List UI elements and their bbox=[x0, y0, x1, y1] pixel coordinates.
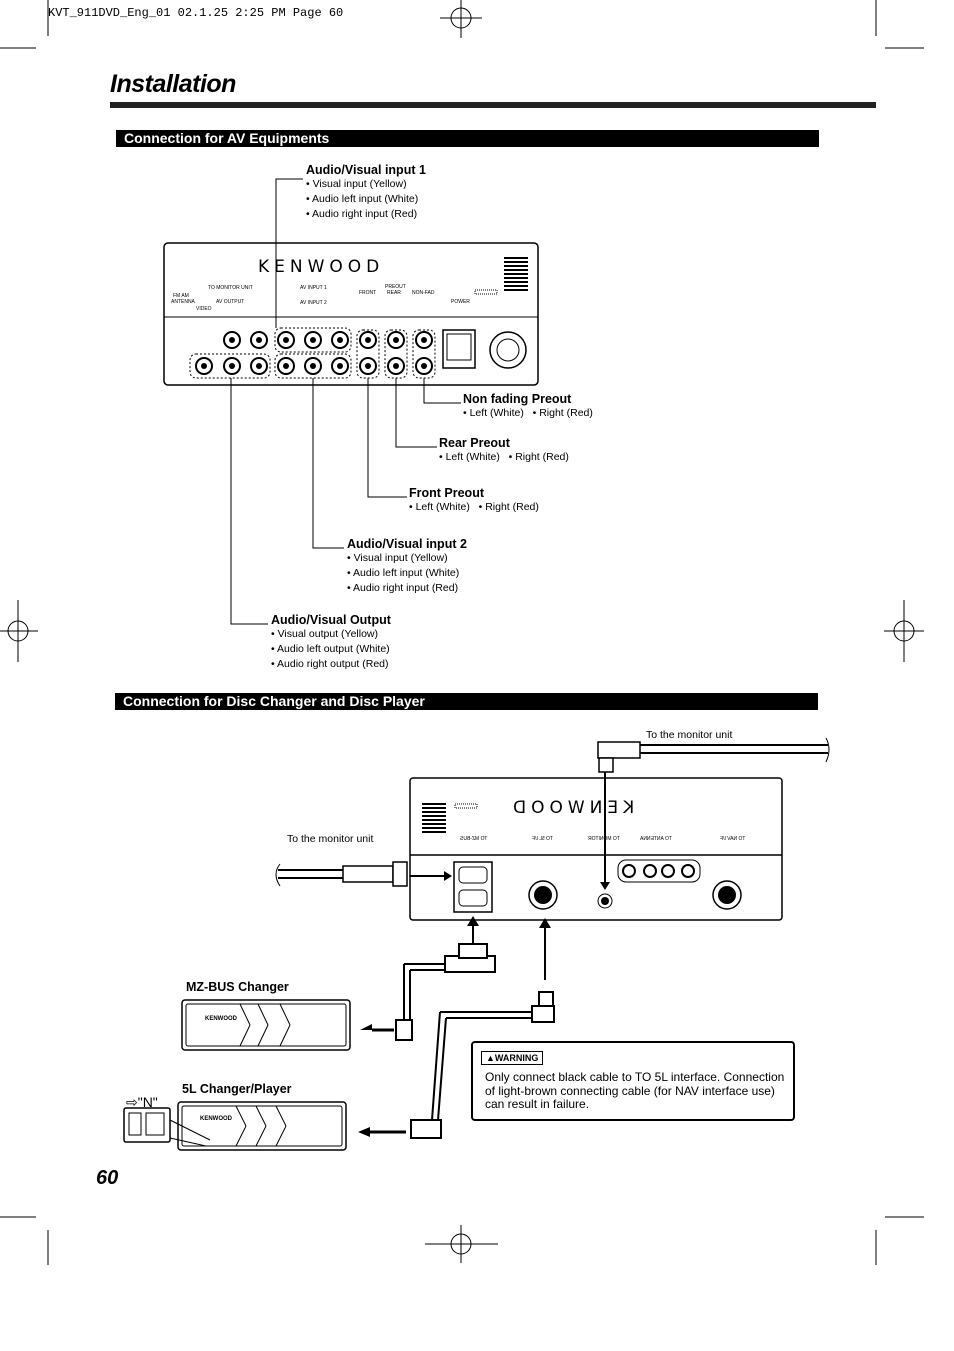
panel-label: PREOUT bbox=[385, 284, 406, 290]
port-label: TO ANTENNA bbox=[640, 836, 672, 842]
warning-box: ▲WARNING Only connect black cable to TO … bbox=[471, 1041, 795, 1121]
callout-av-input-1: Audio/Visual input 1 • Visual input (Yel… bbox=[306, 163, 426, 222]
callout-front-preout: Front Preout • Left (White) • Right (Red… bbox=[409, 486, 539, 515]
5l-changer bbox=[123, 1101, 347, 1151]
callout-item: • Visual input (Yellow) bbox=[347, 552, 448, 564]
vent-grille bbox=[422, 803, 446, 833]
panel-label: FRONT bbox=[359, 290, 377, 296]
panel-label: AV OUTPUT bbox=[216, 299, 245, 305]
port-label: TO MONITOR bbox=[588, 836, 620, 842]
callout-item: • Left (White) • Right (Red) bbox=[439, 451, 569, 463]
section-heading-disc: Connection for Disc Changer and Disc Pla… bbox=[115, 693, 818, 710]
callout-title: Audio/Visual Output bbox=[271, 613, 391, 627]
print-header: KVT_911DVD_Eng_01 02.1.25 2:25 PM Page 6… bbox=[48, 6, 344, 20]
callout-item: • Left (White) • Right (Red) bbox=[463, 407, 593, 419]
port-label: TO NAV I/F bbox=[720, 836, 746, 842]
vent-grille bbox=[504, 257, 528, 291]
mz-bus-changer-label: MZ-BUS Changer bbox=[186, 980, 289, 994]
to-monitor-top-label: To the monitor unit bbox=[646, 729, 733, 741]
callout-item: • Audio right input (Red) bbox=[306, 208, 418, 220]
panel-label: FM AM bbox=[173, 293, 189, 299]
port-label: TO MZ-BUS bbox=[460, 836, 488, 842]
callout-item: • Audio left output (White) bbox=[271, 643, 390, 655]
section-heading-av: Connection for AV Equipments bbox=[116, 130, 819, 147]
changer-interface-unit bbox=[409, 777, 783, 921]
disc-diagram: KENWOOD KENWOOD bbox=[123, 737, 830, 1151]
callout-title: Rear Preout bbox=[439, 436, 510, 450]
callout-item: • Visual output (Yellow) bbox=[271, 628, 378, 640]
kenwood-logo: KENWOOD bbox=[258, 257, 385, 277]
callout-item: • Audio right input (Red) bbox=[347, 582, 459, 594]
callout-item: • Visual input (Yellow) bbox=[306, 178, 407, 190]
callout-title: Audio/Visual input 1 bbox=[306, 163, 426, 177]
svg-text:KENWOOD: KENWOOD bbox=[200, 1116, 233, 1122]
page-number: 60 bbox=[96, 1167, 119, 1189]
callout-title: Audio/Visual input 2 bbox=[347, 537, 467, 551]
n-position-label: ⇨"N" bbox=[126, 1094, 158, 1110]
title-rule bbox=[110, 102, 876, 108]
warning-badge: ▲WARNING bbox=[481, 1051, 544, 1065]
av-diagram bbox=[163, 178, 539, 625]
mz-bus-changer bbox=[181, 999, 351, 1051]
callout-item: • Left (White) • Right (Red) bbox=[409, 501, 539, 513]
callout-rear-preout: Rear Preout • Left (White) • Right (Red) bbox=[439, 436, 569, 465]
av-unit bbox=[163, 242, 539, 386]
warning-text: Only connect black cable to TO 5L interf… bbox=[485, 1070, 785, 1111]
panel-label: AV INPUT 1 bbox=[300, 285, 327, 291]
port-label: TO 5L I/F bbox=[532, 836, 553, 842]
callout-av-input-2: Audio/Visual input 2 • Visual input (Yel… bbox=[347, 537, 467, 596]
panel-label: AV INPUT 2 bbox=[300, 300, 327, 306]
callout-title: Non fading Preout bbox=[463, 392, 572, 406]
callout-title: Front Preout bbox=[409, 486, 484, 500]
callout-av-output: Audio/Visual Output • Visual output (Yel… bbox=[271, 613, 391, 672]
to-monitor-left-label: To the monitor unit bbox=[287, 833, 374, 845]
panel-label: VIDEO bbox=[196, 306, 212, 312]
panel-label: NON-FAD bbox=[412, 290, 435, 296]
panel-label: ANTENNA bbox=[171, 299, 195, 305]
panel-label: TO MONITOR UNIT bbox=[208, 285, 253, 291]
callout-item: • Audio left input (White) bbox=[347, 567, 460, 579]
panel-label: POWER bbox=[451, 299, 470, 305]
5l-changer-label: 5L Changer/Player bbox=[182, 1082, 292, 1096]
callout-non-fading: Non fading Preout • Left (White) • Right… bbox=[463, 392, 593, 421]
callout-item: • Audio left input (White) bbox=[306, 193, 419, 205]
kenwood-logo-mirrored: KENWOOD bbox=[508, 798, 635, 818]
panel-label: REAR bbox=[387, 290, 401, 296]
callout-item: • Audio right output (Red) bbox=[271, 658, 389, 670]
page-title: Installation bbox=[110, 70, 236, 98]
svg-text:KENWOOD: KENWOOD bbox=[205, 1016, 238, 1022]
